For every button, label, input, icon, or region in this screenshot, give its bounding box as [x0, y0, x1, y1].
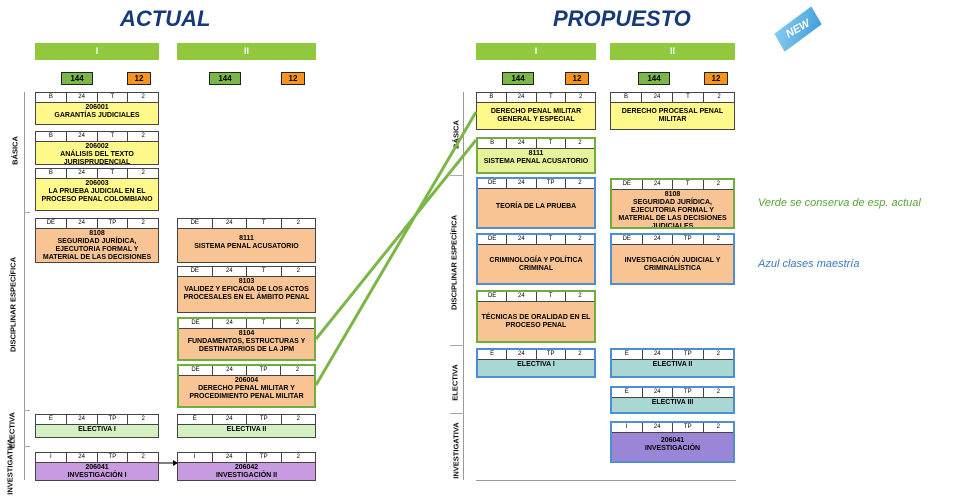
arrow-right-icon: [159, 460, 178, 466]
prop-s2-credits-badge: 12: [704, 72, 728, 85]
prop-semester-2-header: II: [610, 43, 735, 60]
legend-green-note: Verde se conserva de esp. actual: [758, 197, 921, 209]
prop-s1-credits-badge: 12: [565, 72, 589, 85]
title-propuesto: PROPUESTO: [553, 6, 691, 31]
actual-s1-hours-badge: 144: [61, 72, 93, 85]
legend-blue-note: Azul clases maestría: [758, 258, 860, 270]
prop-s1-hours-badge: 144: [502, 72, 534, 85]
title-actual: ACTUAL: [120, 6, 211, 31]
connector-lines: [314, 111, 478, 386]
actual-semester-1-header: I: [35, 43, 159, 60]
prop-s2-hours-badge: 144: [638, 72, 670, 85]
actual-s2-credits-badge: 12: [281, 72, 305, 85]
actual-semester-2-header: II: [177, 43, 316, 60]
prop-semester-1-header: I: [476, 43, 596, 60]
actual-s1-credits-badge: 12: [127, 72, 151, 85]
actual-s2-hours-badge: 144: [209, 72, 241, 85]
